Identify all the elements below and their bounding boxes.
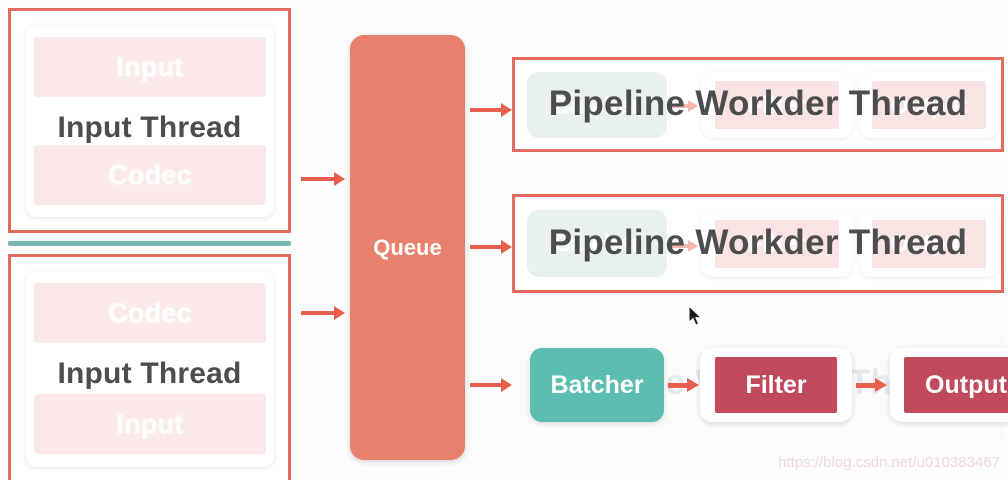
stage-filter-3: Filter: [700, 348, 852, 422]
input-thread-top-frame: Input Codec Input Thread: [8, 8, 291, 233]
input-thread-bottom-label: Input Thread: [57, 357, 242, 390]
stage-batcher-ghost-2: Batcher: [527, 210, 667, 277]
stage-batcher-label-3: Batcher: [550, 370, 644, 399]
stage-filter-ghost-1: Filter: [715, 81, 839, 129]
ghost-arrow-2a: [671, 240, 699, 252]
stage-batcher-ghost-label-2: Batcher: [553, 230, 641, 256]
stage-filter-label-3: Filter: [745, 370, 807, 399]
stage-output-ghost-label-1: Output: [890, 91, 968, 118]
stage-output-3: Output: [890, 348, 1008, 422]
input-thread-top-label: Input Thread: [57, 111, 242, 144]
pipeline-worker-thread-2-title: Pipeline Workder Thread: [548, 223, 968, 262]
watermark: https://blog.csdn.net/u010383467: [778, 454, 1000, 471]
pipeline-worker-thread-1-frame: Batcher Filter Output Pipeline Workder T…: [512, 57, 1004, 152]
queue-block: Queue: [350, 35, 465, 460]
stage-codec-top-label: Codec: [108, 159, 192, 190]
stage-filter-ghost-label-1: Filter: [748, 91, 806, 118]
pipeline-worker-thread-1-title: Pipeline Workder Thread: [548, 84, 968, 123]
arrow-input-bottom-to-queue: [301, 306, 346, 320]
stage-output-ghost-1: Output: [872, 81, 986, 129]
stage-batcher-3: Batcher: [530, 348, 664, 422]
mouse-cursor-icon: [689, 306, 703, 326]
stage-input-bottom-ghost: Input: [34, 394, 266, 454]
stage-codec-top-ghost: Codec: [34, 145, 266, 205]
stage-codec-bottom-ghost: Codec: [34, 283, 266, 343]
stage-codec-bottom-label: Codec: [108, 297, 192, 328]
stage-input-top-ghost: Input: [34, 37, 266, 97]
queue-label: Queue: [373, 234, 442, 260]
stage-output-inner-3: Output: [904, 357, 1008, 413]
stage-output-ghost-wrap-1: Output: [859, 72, 999, 138]
input-thread-top-card: Input Codec: [26, 25, 274, 217]
thread-divider: [8, 241, 291, 246]
stage-input-bottom-label: Input: [116, 408, 184, 439]
arrow-queue-to-worker-1: [470, 103, 515, 117]
stage-output-ghost-wrap-2: Output: [859, 210, 999, 277]
arrow-filter-to-output: [856, 378, 888, 392]
stage-filter-inner-3: Filter: [715, 357, 837, 413]
stage-output-ghost-2: Output: [872, 219, 986, 268]
stage-filter-ghost-label-2: Filter: [748, 230, 806, 256]
pipeline-worker-thread-3-frame: Pipeline Workder Thread Batcher Filter O…: [512, 333, 1008, 441]
pipeline-worker-thread-2-frame: Batcher Filter Output Pipeline Workder T…: [512, 194, 1004, 293]
stage-batcher-ghost-1: Batcher: [527, 72, 667, 138]
stage-filter-ghost-wrap-1: Filter: [701, 72, 853, 138]
stage-input-top-label: Input: [116, 51, 184, 82]
stage-filter-ghost-wrap-2: Filter: [701, 210, 853, 277]
stage-output-ghost-label-2: Output: [890, 230, 968, 256]
input-thread-bottom-card: Codec Input: [26, 271, 274, 467]
arrow-queue-to-worker-2: [470, 240, 515, 254]
arrow-batcher-to-filter: [668, 378, 700, 392]
arrow-queue-to-worker-3: [470, 378, 515, 392]
stage-output-label-3: Output: [925, 370, 1007, 399]
ghost-arrow-1a: [671, 100, 699, 112]
input-thread-bottom-frame: Codec Input Input Thread: [8, 254, 291, 480]
arrow-input-top-to-queue: [301, 172, 346, 186]
stage-batcher-ghost-label-1: Batcher: [553, 91, 641, 118]
stage-filter-ghost-2: Filter: [715, 219, 839, 268]
